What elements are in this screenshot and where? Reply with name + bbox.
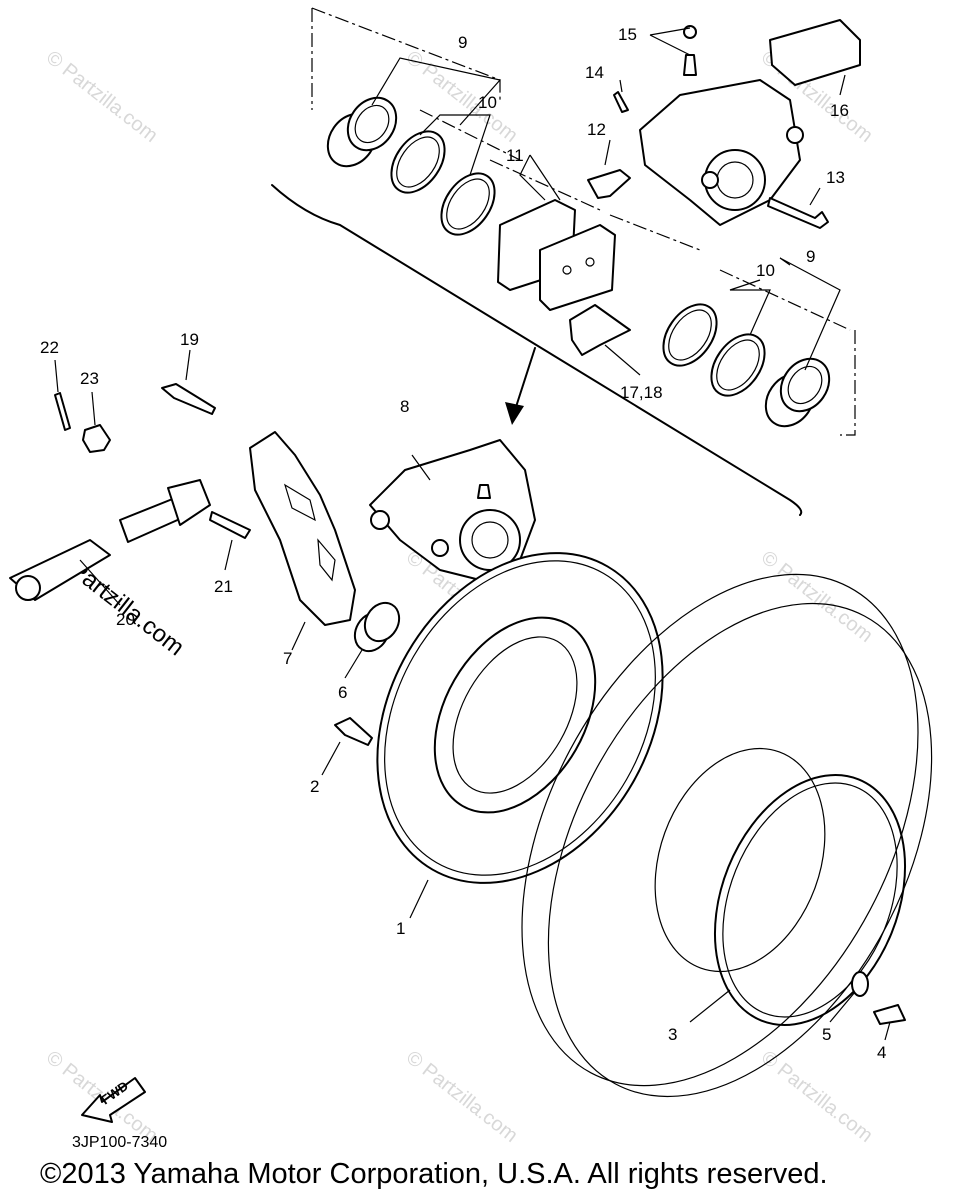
callout-5: 5	[822, 1025, 831, 1044]
leader-lines	[54, 27, 891, 1041]
watermark: © Partzilla.com	[402, 1047, 522, 1147]
callout-9-right: 9	[806, 247, 815, 266]
bracket-bolt	[161, 383, 216, 415]
watermark: © Partzilla.com	[757, 547, 877, 647]
nut	[82, 424, 111, 453]
washer	[851, 971, 869, 997]
caliper-bolt-inset	[767, 197, 829, 229]
rod-bolt	[209, 511, 251, 539]
callout-1: 1	[396, 919, 405, 938]
pad-spring	[569, 304, 631, 356]
callout-7: 7	[283, 649, 292, 668]
callout-3: 3	[668, 1025, 677, 1044]
callout-22: 22	[40, 338, 59, 357]
diagram-code: 3JP100-7340	[72, 1134, 168, 1151]
brake-disc	[376, 552, 664, 884]
callout-19: 19	[180, 330, 199, 349]
callout-2: 2	[310, 777, 319, 796]
callout-21: 21	[214, 577, 233, 596]
disc-bolt	[334, 717, 373, 746]
caliper-cover	[769, 19, 861, 86]
callout-9: 9	[458, 33, 467, 52]
pad-pin	[613, 91, 629, 113]
callout-6: 6	[338, 683, 347, 702]
caliper-bracket	[249, 431, 356, 626]
callout-8: 8	[400, 397, 409, 416]
watermark: © Partzilla.com	[402, 47, 522, 147]
copyright-notice: ©2013 Yamaha Motor Corporation, U.S.A. A…	[40, 1158, 828, 1190]
caliper-main	[369, 439, 536, 581]
callout-10-right: 10	[756, 261, 775, 280]
callout-23: 23	[80, 369, 99, 388]
callout-20: 20	[116, 610, 135, 629]
ring-bolt	[873, 1004, 906, 1025]
collar	[353, 601, 401, 653]
seal-rings-right	[662, 303, 766, 397]
wheel-ring	[713, 774, 907, 1026]
callout-15: 15	[618, 25, 637, 44]
piston-left	[326, 96, 398, 168]
bleed-screws	[683, 25, 697, 76]
callout-11: 11	[506, 146, 524, 165]
torque-rod	[9, 479, 211, 601]
callout-10: 10	[478, 93, 497, 112]
brake-pads	[497, 199, 616, 311]
seal-rings-left	[390, 130, 496, 236]
pad-clip	[587, 169, 631, 199]
callout-17-18: 17,18	[620, 383, 663, 402]
cotter-pin	[54, 392, 71, 431]
callout-labels: 9 10 11 12 13 14 15 16 17,18 9 10 19 22 …	[40, 25, 886, 1062]
watermark: © Partzilla.com	[42, 47, 162, 147]
callout-12: 12	[587, 120, 606, 139]
piston-right	[764, 357, 831, 428]
callout-16: 16	[830, 101, 849, 120]
callout-14: 14	[585, 63, 604, 82]
watermark: © Partzilla.com	[757, 1047, 877, 1147]
callout-4: 4	[877, 1043, 886, 1062]
caliper-body-inset	[639, 79, 804, 226]
callout-13: 13	[826, 168, 845, 187]
